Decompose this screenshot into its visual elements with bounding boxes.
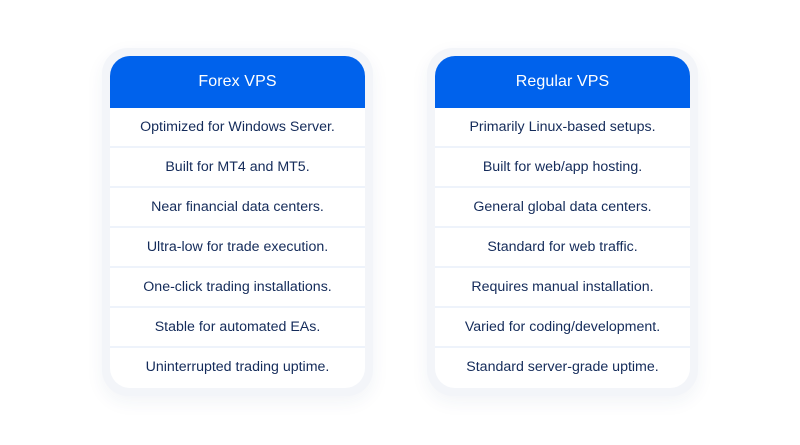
regular-row-os: Primarily Linux-based setups. [435, 108, 690, 148]
forex-row-platform: Built for MT4 and MT5. [110, 148, 365, 188]
forex-row-os: Optimized for Windows Server. [110, 108, 365, 148]
regular-row-location: General global data centers. [435, 188, 690, 228]
regular-row-installation: Requires manual installation. [435, 268, 690, 308]
regular-row-latency: Standard for web traffic. [435, 228, 690, 268]
forex-row-uptime: Uninterrupted trading uptime. [145, 359, 330, 375]
forex-row-performance: Stable for automated EAs. [110, 308, 365, 348]
regular-row-platform: Built for web/app hosting. [435, 148, 690, 188]
regular-row-performance: Varied for coding/development. [435, 308, 690, 348]
forex-row-latency: Ultra-low for trade execution. [110, 228, 365, 268]
forex-row-installation: One-click trading installations. [110, 268, 365, 308]
regular-vps-card: Regular VPS Primarily Linux-based setups… [435, 56, 690, 388]
regular-vps-header: Regular VPS [435, 56, 690, 108]
forex-vps-card-frame: Forex VPS Optimized for Windows Server. … [102, 48, 373, 396]
forex-vps-card: Forex VPS Optimized for Windows Server. … [110, 56, 365, 388]
forex-vps-header: Forex VPS [110, 56, 365, 108]
regular-row-uptime: Standard server-grade uptime. [466, 359, 659, 375]
regular-vps-card-frame: Regular VPS Primarily Linux-based setups… [427, 48, 698, 396]
forex-row-location: Near financial data centers. [110, 188, 365, 228]
